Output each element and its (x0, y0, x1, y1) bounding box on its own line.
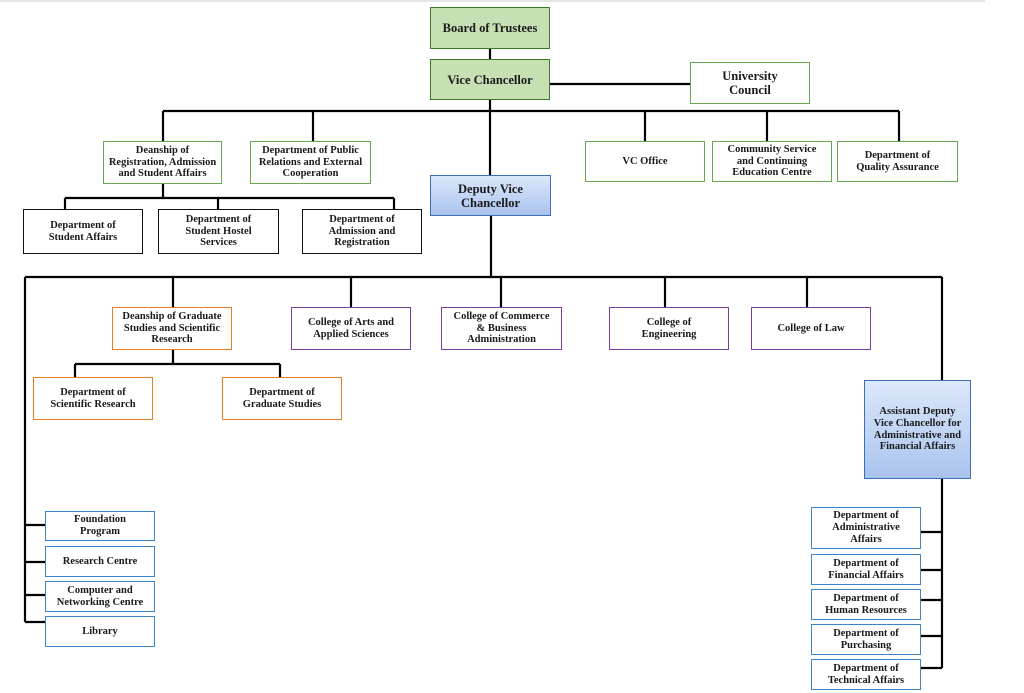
dept-scientific-research-box: Department of Scientific Research (33, 377, 153, 420)
library-box: Library (45, 616, 155, 647)
community-service-label: Community Service and Continuing Educati… (727, 143, 817, 179)
vc-office-box: VC Office (585, 141, 705, 182)
deputy-vice-chancellor-box: Deputy Vice Chancellor (430, 175, 551, 216)
vice-chancellor-label: Vice Chancellor (447, 72, 533, 87)
dept-graduate-studies-box: Department of Graduate Studies (222, 377, 342, 420)
dept-administrative-affairs-box: Department of Administrative Affairs (811, 507, 921, 549)
research-centre-label: Research Centre (62, 555, 138, 567)
library-label: Library (82, 625, 118, 637)
dept-student-hostel-box: Department of Student Hostel Services (158, 209, 279, 254)
dept-financial-affairs-label: Department of Financial Affairs (828, 557, 904, 581)
board-of-trustees-label: Board of Trustees (442, 21, 538, 35)
university-council-label: University Council (722, 69, 778, 97)
community-service-box: Community Service and Continuing Educati… (712, 141, 832, 182)
university-council-box: University Council (690, 62, 810, 104)
dept-administrative-affairs-label: Department of Administrative Affairs (832, 510, 900, 545)
vc-office-label: VC Office (622, 155, 668, 167)
deanship-registration-label: Deanship of Registration, Admission and … (108, 144, 217, 180)
vice-chancellor-box: Vice Chancellor (430, 59, 550, 100)
computer-networking-box: Computer and Networking Centre (45, 581, 155, 612)
deanship-graduate-label: Deanship of Graduate Studies and Scienti… (122, 310, 222, 346)
dept-public-relations-label: Department of Public Relations and Exter… (258, 144, 363, 180)
dept-purchasing-label: Department of Purchasing (833, 627, 899, 651)
dept-human-resources-box: Department of Human Resources (811, 589, 921, 620)
foundation-program-box: Foundation Program (45, 511, 155, 541)
college-commerce-box: College of Commerce & Business Administr… (441, 307, 562, 350)
dept-technical-affairs-box: Department of Technical Affairs (811, 659, 921, 690)
college-engineering-box: College of Engineering (609, 307, 729, 350)
dept-admission-registration-box: Department of Admission and Registration (302, 209, 422, 254)
dept-student-affairs-box: Department of Student Affairs (23, 209, 143, 254)
dept-technical-affairs-label: Department of Technical Affairs (827, 662, 905, 686)
college-engineering-label: College of Engineering (641, 316, 697, 340)
college-arts-box: College of Arts and Applied Sciences (291, 307, 411, 350)
dept-graduate-studies-label: Department of Graduate Studies (242, 386, 322, 410)
dept-purchasing-box: Department of Purchasing (811, 624, 921, 655)
deputy-vice-chancellor-label: Deputy Vice Chancellor (458, 181, 523, 210)
college-arts-label: College of Arts and Applied Sciences (307, 316, 395, 340)
assistant-deputy-vc-box: Assistant Deputy Vice Chancellor for Adm… (864, 380, 971, 479)
college-law-box: College of Law (751, 307, 871, 350)
college-commerce-label: College of Commerce & Business Administr… (453, 310, 550, 346)
quality-assurance-label: Department of Quality Assurance (856, 149, 939, 173)
college-law-label: College of Law (777, 322, 845, 334)
foundation-program-label: Foundation Program (74, 514, 126, 537)
dept-public-relations-box: Department of Public Relations and Exter… (250, 141, 371, 184)
top-border (0, 0, 985, 2)
deanship-registration-box: Deanship of Registration, Admission and … (103, 141, 222, 184)
dept-scientific-research-label: Department of Scientific Research (50, 386, 136, 410)
dept-human-resources-label: Department of Human Resources (825, 592, 907, 616)
computer-networking-label: Computer and Networking Centre (56, 584, 144, 608)
dept-financial-affairs-box: Department of Financial Affairs (811, 554, 921, 585)
research-centre-box: Research Centre (45, 546, 155, 577)
quality-assurance-box: Department of Quality Assurance (837, 141, 958, 182)
assistant-deputy-vc-label: Assistant Deputy Vice Chancellor for Adm… (873, 406, 962, 453)
dept-student-hostel-label: Department of Student Hostel Services (185, 213, 252, 249)
deanship-graduate-box: Deanship of Graduate Studies and Scienti… (112, 307, 232, 350)
board-of-trustees-box: Board of Trustees (430, 7, 550, 49)
dept-admission-registration-label: Department of Admission and Registration (328, 213, 396, 249)
dept-student-affairs-label: Department of Student Affairs (48, 219, 118, 243)
